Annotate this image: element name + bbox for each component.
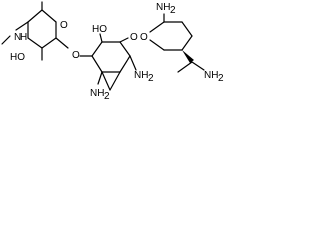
ether-o-right: O: [130, 32, 138, 43]
amine-top-right-sub: 2: [170, 5, 176, 16]
amine-side-chain: NH: [204, 70, 218, 81]
bond: [55, 37, 69, 49]
methylamine-n: N: [14, 32, 21, 43]
bond: [91, 41, 103, 57]
bond: [99, 33, 103, 43]
structure-diagram: N H O HO O HO O NH 2 NH 2 NH 2 O NH 2: [1, 1, 224, 102]
amine-bottom-left: NH: [90, 88, 104, 99]
bond: [15, 21, 29, 31]
bond: [181, 35, 193, 51]
bond: [119, 37, 129, 43]
bond: [149, 21, 165, 33]
amine-center-right: NH: [134, 70, 148, 81]
bond: [119, 41, 131, 57]
bond: [181, 21, 193, 37]
bond: [1, 35, 11, 45]
bond: [101, 71, 111, 91]
bond: [177, 61, 193, 73]
bond: [119, 55, 131, 73]
wedge-bond: [182, 50, 194, 63]
bond: [191, 61, 205, 71]
bond: [91, 55, 103, 73]
bond: [149, 39, 165, 51]
ether-o-left: O: [72, 50, 80, 61]
ring-o-left: O: [60, 20, 68, 31]
amine-side-chain-sub: 2: [218, 73, 224, 84]
atom-labels: N H O HO O HO O NH 2 NH 2 NH 2 O NH 2: [10, 2, 224, 102]
ring-o-right: O: [140, 32, 148, 43]
hydroxyl-top: HO: [92, 24, 107, 35]
bond: [97, 71, 103, 85]
amine-bottom-left-sub: 2: [104, 91, 110, 102]
central-ring: [79, 33, 137, 91]
amine-top-right: NH: [156, 2, 170, 13]
bond: [27, 9, 43, 23]
amine-center-right-sub: 2: [148, 73, 154, 84]
bond: [109, 71, 121, 91]
bond: [41, 9, 57, 23]
hydroxyl-left: HO: [10, 52, 25, 63]
methylamine-h: H: [20, 32, 27, 43]
bond: [129, 55, 137, 71]
bond: [41, 37, 57, 49]
bond: [27, 37, 43, 49]
right-ring: [149, 13, 205, 73]
left-ring: [1, 1, 69, 61]
